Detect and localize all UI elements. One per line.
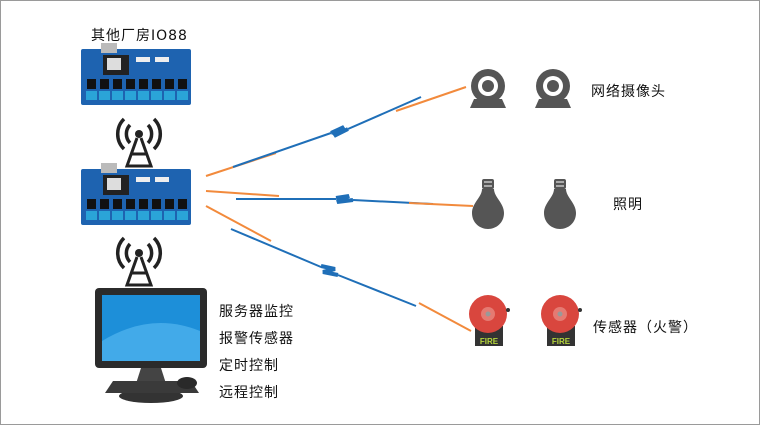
antenna-icon bbox=[115, 117, 163, 168]
lighting-label: 照明 bbox=[613, 197, 643, 213]
computer-monitor-icon bbox=[95, 288, 207, 403]
pc-feature-timer-control: 定时控制 bbox=[219, 358, 279, 374]
pc-feature-remote-control: 远程控制 bbox=[219, 385, 279, 401]
antenna-icon bbox=[115, 236, 163, 287]
top-board-label: 其他厂房IO88 bbox=[91, 28, 188, 44]
io-board-main bbox=[81, 163, 191, 225]
light-bulb-icon bbox=[471, 178, 505, 230]
camera-icon bbox=[470, 69, 506, 108]
pc-feature-server-monitoring: 服务器监控 bbox=[219, 304, 294, 320]
sensors-label: 传感器（火警） bbox=[593, 320, 698, 336]
camera-icon bbox=[535, 69, 571, 108]
cameras-label: 网络摄像头 bbox=[591, 84, 666, 100]
io-board-top bbox=[81, 43, 191, 105]
fire-badge: FIRE bbox=[552, 337, 571, 346]
wireless-links bbox=[205, 86, 474, 332]
pc-feature-alarm-sensors: 报警传感器 bbox=[219, 331, 294, 347]
fire-badge: FIRE bbox=[480, 337, 499, 346]
light-bulb-icon bbox=[543, 178, 577, 230]
